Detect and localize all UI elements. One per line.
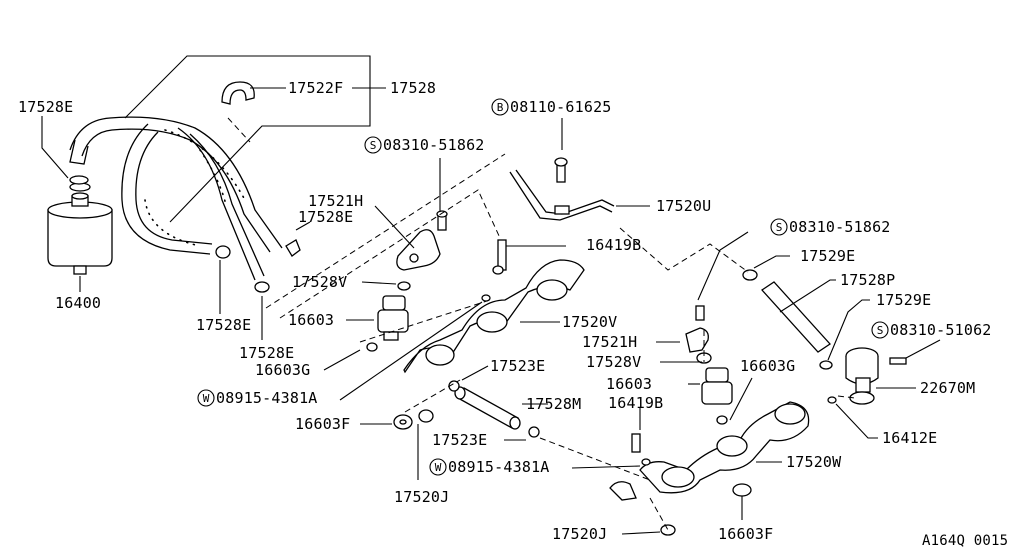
label-17529e-a: 17529E (800, 247, 855, 265)
prefix-circles: B S W W S S (197, 98, 889, 476)
label-16412e: 16412E (882, 429, 937, 447)
label-08310-51862-a: 08310-51862 (383, 136, 485, 154)
bolt-prefix-circle (491, 98, 509, 116)
prefix-s-a: S (370, 139, 377, 152)
label-16603g-b: 16603G (740, 357, 795, 375)
screw-prefix-circle-c (871, 321, 889, 339)
screw-prefix-circle-b (770, 218, 788, 236)
fuel-filter-part (47, 182, 113, 275)
label-08915-4381a-a: 08915-4381A (216, 389, 318, 407)
label-17520j-a: 17520J (394, 488, 449, 506)
label-17522f: 17522F (288, 79, 343, 97)
label-17520w: 17520W (786, 453, 842, 471)
washer-prefix-circle-a (197, 389, 215, 407)
washer-prefix-circle-b (429, 458, 447, 476)
label-08915-4381a-b: 08915-4381A (448, 458, 550, 476)
label-16419b-b: 16419B (608, 394, 663, 412)
label-17520j-b: 17520J (552, 525, 607, 543)
label-17521h-b: 17521H (582, 333, 637, 351)
label-17528e-left: 17528E (196, 316, 251, 334)
label-17529e-b: 17529E (876, 291, 931, 309)
label-16603f-a: 16603F (295, 415, 350, 433)
label-08110-61625: 08110-61625 (510, 98, 612, 116)
fuel-injector-right-part (696, 352, 733, 425)
hose-17528p-part (742, 269, 833, 370)
hose-17528m-part (448, 380, 540, 438)
label-16603-b: 16603 (606, 375, 652, 393)
leader-lines (41, 87, 941, 535)
label-17521h-a: 17521H (308, 192, 363, 210)
label-22670m: 22670M (920, 379, 975, 397)
label-17528p: 17528P (840, 271, 895, 289)
label-16603-a: 16603 (288, 311, 334, 329)
label-16419b-a: 16419B (586, 236, 641, 254)
label-17520u: 17520U (656, 197, 711, 215)
prefix-s-c: S (877, 324, 884, 337)
prefix-s-b: S (776, 221, 783, 234)
fuel-rail-left-part (403, 239, 585, 374)
pressure-regulator-part (827, 347, 907, 405)
label-17523e-b: 17523E (432, 431, 487, 449)
label-08310-51062: 08310-51062 (890, 321, 992, 339)
label-17528e-low: 17528E (239, 344, 294, 362)
fuel-pipe-17520u-part (509, 157, 615, 221)
bracket-17521h-right-part (685, 305, 709, 353)
dashed-lines (227, 117, 856, 531)
label-16603g-a: 16603G (255, 361, 310, 379)
screw-prefix-circle-a (364, 136, 382, 154)
label-17528m: 17528M (526, 395, 581, 413)
prefix-w-b: W (435, 461, 442, 474)
label-17528e-mid: 17528E (298, 208, 353, 226)
hose-clamp-part (221, 81, 255, 105)
diagram-code: A164Q 0015 (922, 533, 1008, 549)
label-17528e-top: 17528E (18, 98, 73, 116)
label-17528v-a: 17528V (292, 273, 347, 291)
label-17528: 17528 (390, 79, 436, 97)
label-17528v-b: 17528V (586, 353, 641, 371)
label-16400: 16400 (55, 294, 101, 312)
seals-left-part (393, 409, 434, 430)
fuel-rail-right-part (609, 401, 810, 536)
bracket-17521h-part (396, 210, 448, 271)
hose-group-bracket (124, 55, 371, 223)
label-17520v: 17520V (562, 313, 617, 331)
fuel-hose-assembly (69, 116, 301, 293)
part-labels: 17528E 17522F 17528 16400 17528E 17528E … (18, 79, 1008, 549)
label-08310-51862-b: 08310-51862 (789, 218, 891, 236)
label-16603f-b: 16603F (718, 525, 773, 543)
prefix-w-a: W (203, 392, 210, 405)
fuel-injector-left-part (366, 281, 411, 352)
prefix-b-a: B (497, 101, 504, 114)
label-17523e-a: 17523E (490, 357, 545, 375)
